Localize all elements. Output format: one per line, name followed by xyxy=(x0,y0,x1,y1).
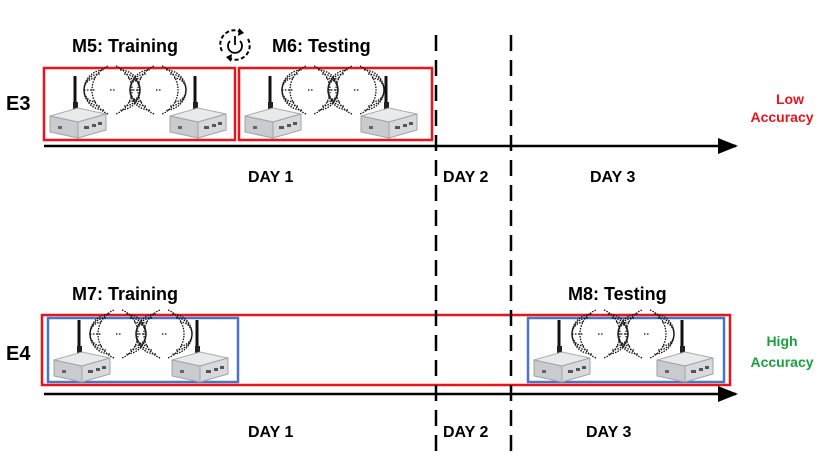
e4-label: E4 xyxy=(6,343,31,365)
e3-day3-label: DAY 3 xyxy=(590,169,635,186)
wireless-router-icon xyxy=(48,74,108,140)
wireless-router-icon xyxy=(52,318,112,384)
e4-day2-label: DAY 2 xyxy=(443,424,488,441)
e4-test-label: M8: Testing xyxy=(568,284,667,304)
e4-day3-label: DAY 3 xyxy=(586,424,631,441)
wireless-router-icon xyxy=(243,74,303,140)
e3-day1-label: DAY 1 xyxy=(248,169,293,186)
wireless-router-icon xyxy=(168,74,228,140)
wireless-router-icon xyxy=(170,318,230,384)
e4-result-line2: Accuracy xyxy=(750,354,813,370)
e3-day2-label: DAY 2 xyxy=(443,169,488,186)
e4-result-line1: High xyxy=(766,333,797,349)
e3-row: E3 M5: Training M6: Testing DAY 1 DAY 2 … xyxy=(6,28,814,186)
wifi-signal-icon xyxy=(84,66,186,114)
e3-label: E3 xyxy=(6,93,30,115)
e3-result-line2: Accuracy xyxy=(750,109,813,125)
e3-testing-box xyxy=(237,66,434,142)
e4-day1-label: DAY 1 xyxy=(248,424,293,441)
e4-train-label: M7: Training xyxy=(72,284,178,304)
e3-test-label: M6: Testing xyxy=(272,36,371,56)
e3-train-label: M5: Training xyxy=(72,36,178,56)
power-cycle-icon xyxy=(219,28,251,62)
e4-row: E4 M7: Training M8: Testing DAY 1 DAY 2 … xyxy=(6,284,814,441)
wifi-signal-icon xyxy=(282,66,384,114)
e4-outer-box xyxy=(40,313,732,387)
e3-result-line1: Low xyxy=(776,91,804,107)
e3-training-box xyxy=(42,66,237,142)
